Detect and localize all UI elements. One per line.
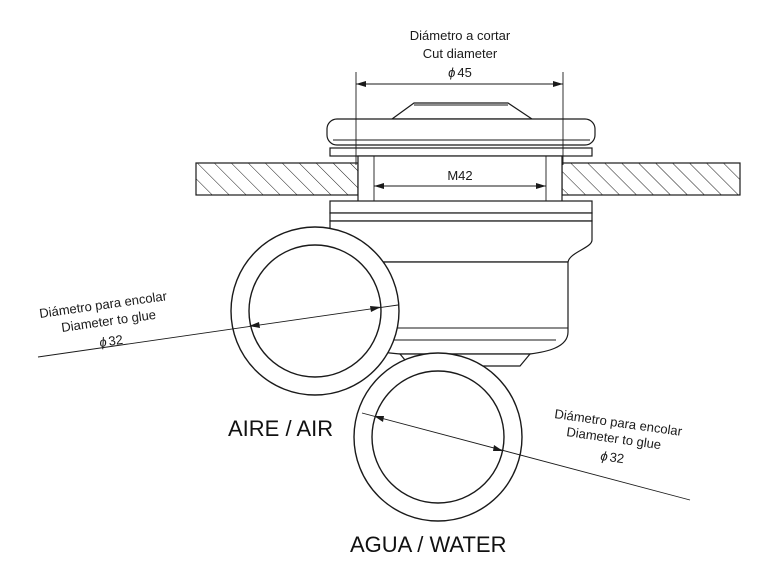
fitting-gasket bbox=[329, 147, 593, 157]
air-pipe-label: AIRE / AIR bbox=[228, 416, 333, 441]
thread-label: M42 bbox=[447, 168, 472, 183]
water-pipe-label: AGUA / WATER bbox=[350, 532, 506, 557]
glue-right-number: 32 bbox=[609, 449, 625, 466]
cut-diameter-label-en: Cut diameter bbox=[423, 46, 498, 61]
glue-left-number: 32 bbox=[107, 332, 123, 349]
panel-section bbox=[195, 162, 741, 196]
glue-right-value: ϕ32 bbox=[600, 448, 626, 466]
fitting-top-flange bbox=[326, 118, 596, 146]
panel-right-hatch bbox=[561, 162, 741, 196]
thread-dimension: M42 bbox=[374, 168, 546, 189]
cut-diameter-number: 45 bbox=[457, 65, 471, 80]
water-pipe bbox=[353, 352, 523, 522]
diameter-symbol-icon: ϕ bbox=[98, 334, 107, 350]
fitting-thread-neck bbox=[357, 155, 563, 204]
cut-diameter-label-es: Diámetro a cortar bbox=[410, 28, 511, 43]
fitting-body bbox=[326, 102, 596, 367]
diameter-symbol-icon: ϕ bbox=[448, 65, 455, 80]
fitting-lower-ring bbox=[329, 212, 593, 222]
water-pipe-inner bbox=[371, 370, 505, 504]
panel-left-hatch bbox=[195, 162, 359, 196]
air-pipe bbox=[230, 226, 400, 396]
air-pipe-inner bbox=[248, 244, 382, 378]
glue-left-value: ϕ32 bbox=[98, 332, 124, 350]
diameter-symbol-icon: ϕ bbox=[600, 448, 609, 464]
fitting-lower-nut bbox=[329, 200, 593, 214]
